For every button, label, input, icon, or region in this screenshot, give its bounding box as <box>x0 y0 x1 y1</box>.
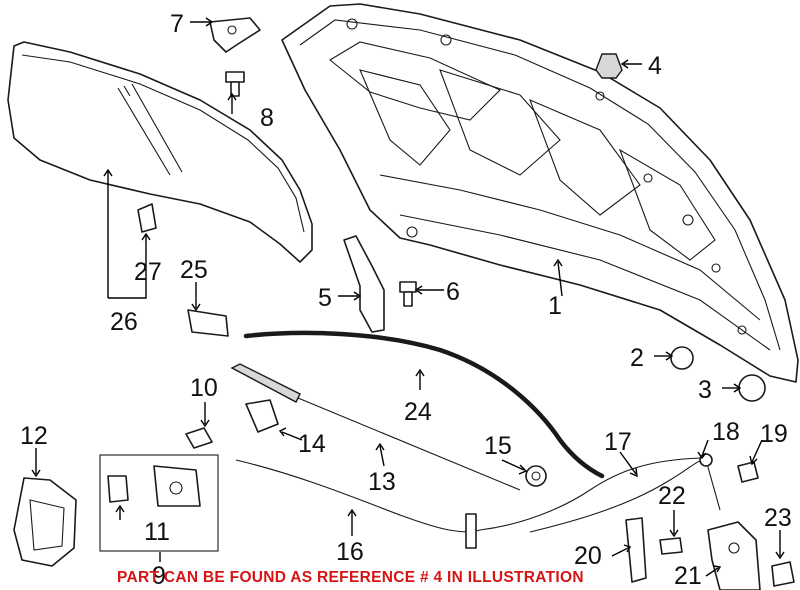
callout-20: 20 <box>574 542 602 570</box>
bolt-part-10 <box>185 427 213 449</box>
hood-insulator <box>7 41 313 263</box>
clip-part-23 <box>771 561 795 587</box>
latch-bracket-part-12 <box>13 477 77 567</box>
callout-12: 12 <box>20 422 48 450</box>
callout-18: 18 <box>712 418 740 446</box>
clip-part-27 <box>137 203 157 233</box>
release-cable-part-16 <box>235 457 701 549</box>
callout-5: 5 <box>318 284 332 312</box>
callout-6: 6 <box>446 278 460 306</box>
clip-part-19 <box>737 461 759 483</box>
callout-25: 25 <box>180 256 208 284</box>
callout-15: 15 <box>484 432 512 460</box>
callout-9: 9 <box>152 562 166 590</box>
callout-labels: 1 2 3 4 5 6 7 8 9 10 11 12 13 14 15 16 1… <box>20 10 792 590</box>
leader-lines <box>31 17 785 577</box>
callout-27: 27 <box>134 258 162 286</box>
callout-23: 23 <box>764 504 792 532</box>
bumper-part-2 <box>670 346 694 370</box>
stop-part-14 <box>245 399 279 433</box>
callout-21: 21 <box>674 562 702 590</box>
grommet-part-15 <box>525 465 547 487</box>
callout-1: 1 <box>548 292 562 320</box>
clip-part-25 <box>187 309 229 337</box>
callout-24: 24 <box>404 398 432 426</box>
callout-19: 19 <box>760 420 788 448</box>
hood-support-rod-part-13 <box>230 363 521 491</box>
plug-part-3 <box>738 374 766 402</box>
callout-14: 14 <box>298 430 326 458</box>
callout-3: 3 <box>698 376 712 404</box>
hinge-bracket-part-7 <box>209 17 261 53</box>
latch-part-21 <box>707 521 761 590</box>
callout-4: 4 <box>648 52 662 80</box>
callout-26: 26 <box>110 308 138 336</box>
callout-2: 2 <box>630 344 644 372</box>
callout-22: 22 <box>658 482 686 510</box>
callout-8: 8 <box>260 104 274 132</box>
latch-assembly-box-part-9 <box>99 454 219 552</box>
hood-panel <box>281 3 799 383</box>
bolt-part-22 <box>659 537 683 555</box>
callout-11: 11 <box>144 518 170 546</box>
callout-17: 17 <box>604 428 632 456</box>
bolt-part-8 <box>225 71 245 97</box>
callout-13: 13 <box>368 468 396 496</box>
hood-bumper-part-4 <box>595 53 623 79</box>
callout-16: 16 <box>336 538 364 566</box>
hinge-part-5 <box>343 235 385 333</box>
bolt-part-6 <box>399 281 417 307</box>
callout-10: 10 <box>190 374 218 402</box>
callout-7: 7 <box>170 10 184 38</box>
release-handle-part-20 <box>625 517 647 583</box>
reference-note: PART CAN BE FOUND AS REFERENCE # 4 IN IL… <box>117 569 584 586</box>
